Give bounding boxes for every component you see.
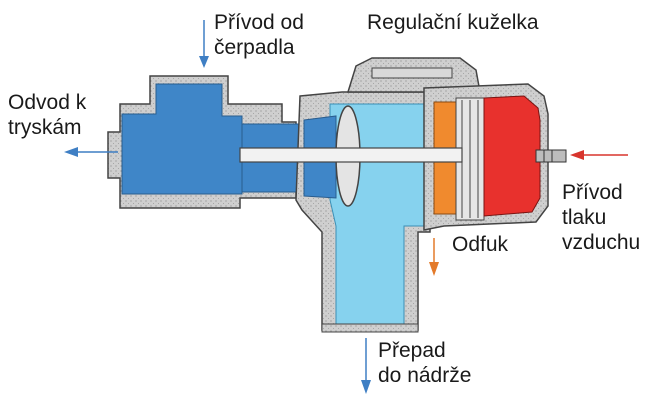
label-air-inlet-line1: Přívod — [562, 181, 623, 204]
label-exhaust: Odfuk — [452, 233, 509, 256]
label-air-inlet: Přívod tlaku vzduchu — [562, 180, 640, 255]
arrow-nozzle-outlet — [64, 147, 118, 157]
label-nozzle-outlet: Odvod k tryskám — [8, 90, 86, 140]
label-air-inlet-line2: tlaku — [562, 206, 607, 229]
top-bolt — [371, 67, 453, 79]
air-chamber — [483, 95, 541, 217]
label-nozzle-outlet-line2: tryskám — [8, 116, 82, 139]
valve-stem — [239, 147, 463, 163]
label-air-inlet-line3: vzduchu — [562, 231, 641, 254]
overflow-pipe — [321, 323, 419, 333]
outlet-channel — [121, 83, 243, 195]
label-control-cone: Regulační kuželka — [367, 11, 539, 34]
label-pump-inlet-line1: Přívod od — [214, 11, 304, 34]
label-nozzle-outlet-line1: Odvod k — [8, 91, 87, 114]
air-fitting — [535, 149, 567, 163]
arrow-pump-inlet — [199, 20, 209, 68]
label-pump-inlet: Přívod od čerpadla — [214, 10, 304, 60]
label-overflow-line1: Přepad — [378, 339, 446, 362]
arrow-overflow — [361, 338, 371, 394]
label-pump-inlet-line2: čerpadla — [214, 36, 295, 59]
arrow-air-inlet — [570, 150, 628, 160]
label-overflow-line2: do nádrže — [378, 364, 472, 387]
label-overflow: Přepad do nádrže — [378, 338, 471, 388]
arrow-exhaust — [429, 238, 439, 276]
